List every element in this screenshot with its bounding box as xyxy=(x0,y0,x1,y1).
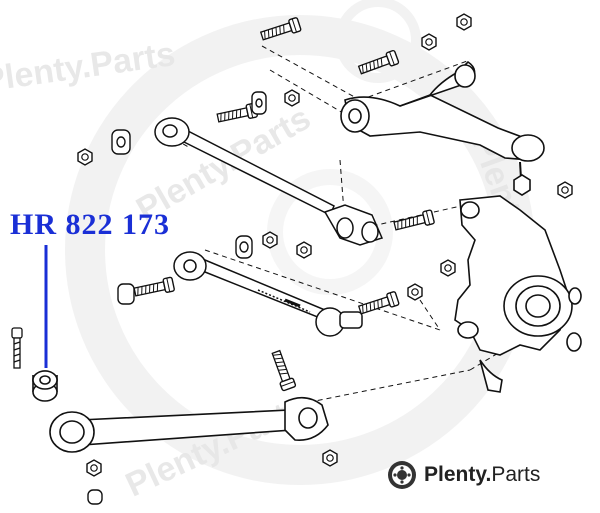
brand-mark: Plenty.Parts xyxy=(386,459,540,491)
upper-control-arm xyxy=(340,60,545,196)
brake-disc-icon xyxy=(388,461,416,489)
cam-washer xyxy=(87,91,267,505)
nut xyxy=(262,231,278,249)
nut xyxy=(86,459,102,477)
brand-text: Plenty.Parts xyxy=(424,463,540,487)
nut xyxy=(407,283,423,301)
nut xyxy=(296,241,312,259)
nut xyxy=(557,181,573,199)
vertical-bolt xyxy=(11,327,23,369)
nut xyxy=(77,148,93,166)
nut xyxy=(440,259,456,277)
bolt-center xyxy=(357,290,400,318)
nut xyxy=(284,89,300,107)
brand-suffix: Parts xyxy=(491,463,541,486)
lateral-link-upper xyxy=(154,117,384,246)
lateral-link-lower xyxy=(173,251,363,337)
brand-dot: . xyxy=(485,463,492,486)
part-number-label: HR 822 173 xyxy=(10,208,170,241)
steering-knuckle xyxy=(454,195,582,393)
nut xyxy=(421,33,437,51)
lower-control-arm xyxy=(49,396,329,453)
highlighted-bushing xyxy=(32,370,58,402)
nut xyxy=(322,449,338,467)
nut xyxy=(456,13,472,31)
bolt-left xyxy=(132,276,176,300)
brand-name: Plenty xyxy=(424,463,486,486)
bolt-vertical-center xyxy=(268,348,297,392)
bolt-knuckle xyxy=(392,209,436,234)
